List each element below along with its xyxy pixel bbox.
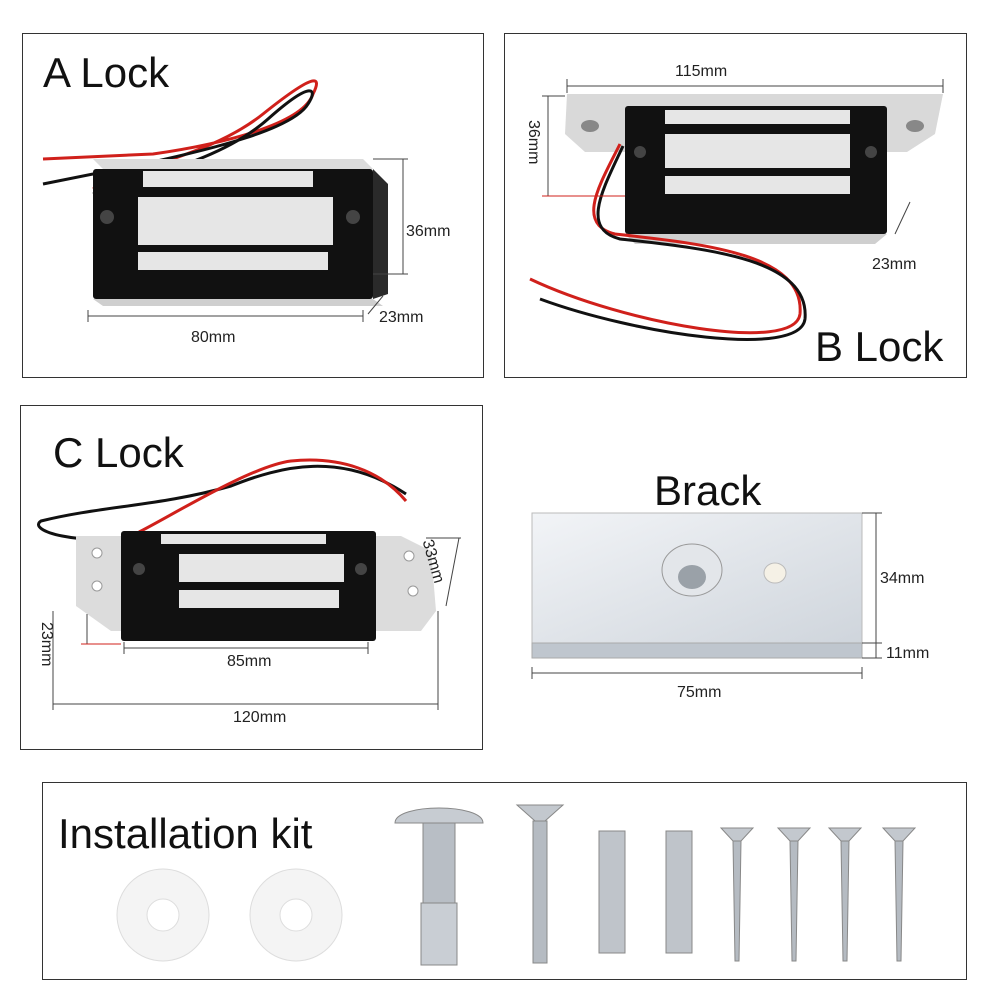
a-lock-title: A Lock <box>43 49 170 96</box>
a-lock-length-label: 80mm <box>191 329 236 346</box>
panel-installation-kit: Installation kit <box>42 782 967 980</box>
wood-screw-icon <box>719 827 755 962</box>
wood-screw-icon <box>881 827 917 962</box>
kit-illustration <box>116 804 917 966</box>
c-lock-title: C Lock <box>53 429 184 476</box>
b-lock-height-label: 36mm <box>525 120 542 165</box>
panel-c-lock: C Lock 33mm 23mm 85mm 120mm <box>20 405 483 750</box>
panel-b-lock: 115mm 36mm 23mm B Lock <box>504 33 967 378</box>
washer-icon <box>116 868 210 962</box>
a-lock-depth-label: 23mm <box>379 309 424 326</box>
c-lock-total-length-label: 120mm <box>233 709 287 726</box>
sex-bolt-icon <box>394 807 484 966</box>
pin-icon <box>665 830 693 954</box>
a-lock-height-label: 36mm <box>406 223 451 240</box>
c-lock-depth-label: 23mm <box>38 622 55 667</box>
bracket-height-label: 34mm <box>880 570 925 587</box>
panel-a-lock: A Lock 36mm 23mm 80mm <box>22 33 484 378</box>
c-lock-illustration <box>37 458 461 710</box>
wood-screw-icon <box>827 827 863 962</box>
c-lock-body-length-label: 85mm <box>227 653 272 670</box>
b-lock-length-label: 115mm <box>675 63 728 80</box>
kit-title: Installation kit <box>58 810 313 857</box>
b-lock-depth-label: 23mm <box>872 256 917 273</box>
a-lock-illustration <box>42 79 408 322</box>
pin-icon <box>598 830 626 954</box>
bracket-title: Brack <box>654 467 762 514</box>
machine-screw-icon <box>515 804 565 964</box>
bracket-illustration <box>531 512 882 679</box>
b-lock-title: B Lock <box>815 323 944 370</box>
panel-bracket: Brack 34mm 11mm 75mm <box>500 405 980 750</box>
b-lock-illustration <box>529 79 944 341</box>
wood-screw-icon <box>776 827 812 962</box>
bracket-thickness-label: 11mm <box>886 645 930 662</box>
washer-icon <box>249 868 343 962</box>
bracket-length-label: 75mm <box>677 684 722 701</box>
